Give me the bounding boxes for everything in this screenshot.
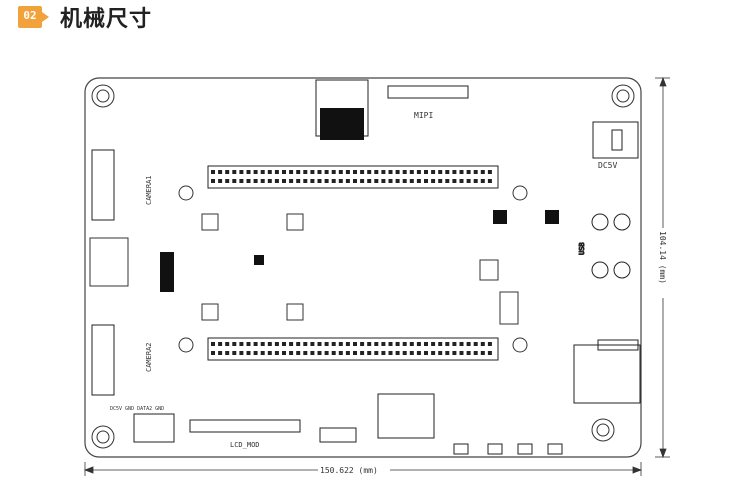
section-number-badge: 02 <box>18 6 49 28</box>
dc5v-jack: DC5V <box>592 121 639 170</box>
camera2-label: CAMERA2 <box>145 342 153 372</box>
hdmi-connector <box>315 79 369 140</box>
section-title: 机械尺寸 <box>60 7 153 32</box>
usb-label: USB <box>578 242 586 255</box>
mounting-holes <box>91 84 635 449</box>
pin-headers <box>207 165 499 361</box>
switches <box>453 443 563 455</box>
inner-holes <box>178 185 528 353</box>
ic-pads <box>160 210 559 292</box>
width-dimension-label: 150.622 (mm) <box>320 466 378 475</box>
pin-labels: DC5V GND DATA2 GND <box>110 406 164 412</box>
camera-connectors: CAMERA1 CAMERA2 <box>91 149 153 396</box>
board-outline <box>84 77 642 458</box>
usb-ports: USB <box>578 213 631 279</box>
mipi-label: MIPI <box>414 111 433 120</box>
power-connector: DC5V GND DATA2 GND <box>110 406 357 443</box>
lcd-label: LCD_MOD <box>230 441 260 449</box>
mipi-connector: MIPI <box>387 85 469 120</box>
lcd-connector: LCD_MOD <box>189 419 301 449</box>
dc5v-label: DC5V <box>598 161 617 170</box>
height-dimension-label: 104.14 (mm) <box>658 231 667 284</box>
sd-slot <box>377 393 435 439</box>
section-header: 02 机械尺寸 <box>18 0 152 34</box>
ics <box>89 213 519 325</box>
ethernet-port <box>573 339 641 404</box>
camera1-label: CAMERA1 <box>145 175 153 205</box>
